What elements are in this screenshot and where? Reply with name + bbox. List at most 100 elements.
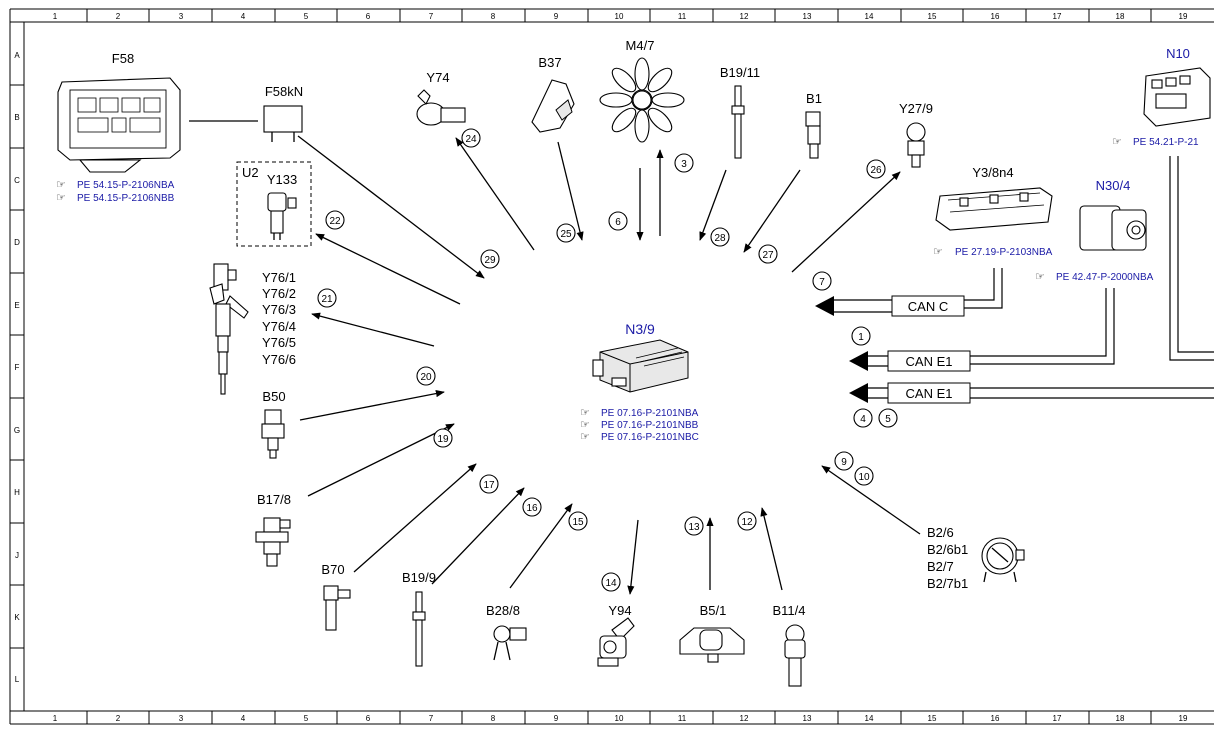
- row-label: G: [14, 426, 20, 435]
- svg-text:7: 7: [819, 277, 825, 288]
- col-label: 10: [615, 714, 624, 723]
- col-label: 15: [928, 12, 937, 21]
- svg-text:3: 3: [681, 159, 687, 170]
- arrow-24: [455, 137, 535, 251]
- component-label: B70: [321, 562, 344, 577]
- col-label: 6: [366, 714, 371, 723]
- temp-sensor-icon: [731, 85, 745, 159]
- col-label: 17: [1053, 12, 1062, 21]
- callout-25: 25: [556, 223, 576, 243]
- arrow-15: [509, 503, 573, 589]
- component-b1: B1: [805, 91, 822, 159]
- col-label: 14: [865, 714, 874, 723]
- component-label: Y94: [608, 603, 631, 618]
- ref-icon: ☞: [580, 419, 590, 431]
- ref-link[interactable]: PE 54.15-P-2106NBB: [77, 193, 175, 204]
- callout-26: 26: [866, 159, 886, 179]
- component-label: B17/8: [257, 492, 291, 507]
- valve-body-icon: [935, 187, 1053, 231]
- row-label: K: [14, 613, 20, 622]
- component-b11-4: B11/4: [772, 603, 806, 687]
- component-label: Y76/4: [262, 319, 296, 334]
- bus-can-e1-b: CAN E1: [849, 156, 1214, 404]
- svg-text:21: 21: [321, 294, 333, 305]
- ref-link[interactable]: PE 07.16-P-2101NBB: [601, 420, 699, 431]
- arrow-22: [315, 233, 461, 305]
- col-label: 11: [678, 12, 687, 21]
- component-y27-9: Y27/9: [899, 101, 933, 168]
- arrow-19: [307, 423, 455, 497]
- ref-link[interactable]: PE 27.19-P-2103NBA: [955, 247, 1053, 258]
- svg-text:6: 6: [615, 217, 621, 228]
- svg-text:25: 25: [560, 229, 572, 240]
- component-b50: B50: [261, 389, 286, 459]
- component-label: Y3/8n4: [972, 165, 1013, 180]
- col-label: 16: [991, 12, 1000, 21]
- component-label: Y74: [426, 70, 449, 85]
- col-label: 5: [304, 714, 309, 723]
- temp-sensor-icon: [784, 624, 806, 687]
- callout-1: 1: [851, 326, 871, 346]
- component-y3-8n4: Y3/8n4 ☞ PE 27.19-P-2103NBA: [933, 165, 1053, 258]
- component-label: B37: [538, 55, 561, 70]
- col-label: 1: [53, 12, 58, 21]
- svg-text:15: 15: [572, 517, 584, 528]
- svg-text:1: 1: [858, 332, 864, 343]
- ref-link[interactable]: PE 07.16-P-2101NBA: [601, 408, 699, 419]
- callout-27: 27: [758, 244, 778, 264]
- component-label: F58kN: [265, 84, 303, 99]
- pedal-sensor-icon: [531, 79, 575, 133]
- svg-text:13: 13: [688, 522, 700, 533]
- grid-columns-top: 1 2 3 4 5 6 7 8 9 10 11 12 13 14 15 16 1…: [53, 12, 1188, 21]
- component-b19-9: B19/9: [402, 570, 436, 667]
- col-label: 12: [740, 714, 749, 723]
- col-label: 19: [1179, 714, 1188, 723]
- ref-link[interactable]: PE 54.15-P-2106NBA: [77, 180, 175, 191]
- component-label: N30/4: [1096, 178, 1131, 193]
- row-label: A: [14, 51, 20, 60]
- ref-link[interactable]: PE 07.16-P-2101NBC: [601, 432, 699, 443]
- callout-16: 16: [522, 497, 542, 517]
- ref-icon: ☞: [1035, 271, 1045, 283]
- callout-19: 19: [433, 428, 453, 448]
- component-b70: B70: [321, 562, 351, 631]
- svg-text:22: 22: [329, 216, 341, 227]
- callout-4: 4: [853, 408, 873, 428]
- component-label: Y133: [267, 172, 297, 187]
- col-label: 1: [53, 714, 58, 723]
- ref-link[interactable]: PE 42.47-P-2000NBA: [1056, 272, 1154, 283]
- valve-icon: [597, 617, 635, 667]
- ref-link[interactable]: PE 54.21-P-21: [1133, 137, 1199, 148]
- component-n10: N10 ☞ PE 54.21-P-21: [1112, 46, 1211, 148]
- row-label: C: [14, 176, 20, 185]
- col-label: 16: [991, 714, 1000, 723]
- callout-7: 7: [812, 271, 832, 291]
- col-label: 18: [1116, 12, 1125, 21]
- callout-12: 12: [737, 511, 757, 531]
- arrow-9-10: [821, 465, 921, 535]
- grid-columns-bottom: 1 2 3 4 5 6 7 8 9 10 11 12 13 14 15 16 1…: [53, 714, 1188, 723]
- component-f58kn: F58kN: [263, 84, 303, 142]
- ref-icon: ☞: [933, 246, 943, 258]
- col-label: 14: [865, 12, 874, 21]
- row-label: J: [15, 551, 19, 560]
- col-label: 4: [241, 12, 246, 21]
- col-label: 7: [429, 714, 434, 723]
- callout-21: 21: [317, 288, 337, 308]
- arrow-number-circles: 29 24 25 6 3 28 27 26 7 1 4 5 9 10 22 21…: [317, 128, 898, 592]
- row-label: L: [15, 675, 20, 684]
- svg-text:29: 29: [484, 255, 496, 266]
- sensor-icon: [261, 409, 285, 459]
- component-label: Y76/1: [262, 270, 296, 285]
- esp-unit-icon: [1079, 205, 1147, 251]
- component-label: Y76/2: [262, 286, 296, 301]
- col-label: 2: [116, 714, 121, 723]
- row-label: E: [14, 301, 19, 310]
- callout-17: 17: [479, 474, 499, 494]
- arrow-14: [627, 519, 639, 595]
- arrow-26: [791, 171, 901, 273]
- col-label: 10: [615, 12, 624, 21]
- component-label: B5/1: [700, 603, 727, 618]
- component-y76: Y76/1 Y76/2 Y76/3 Y76/4 Y76/5 Y76/6: [209, 263, 296, 395]
- ref-icon: ☞: [580, 407, 590, 419]
